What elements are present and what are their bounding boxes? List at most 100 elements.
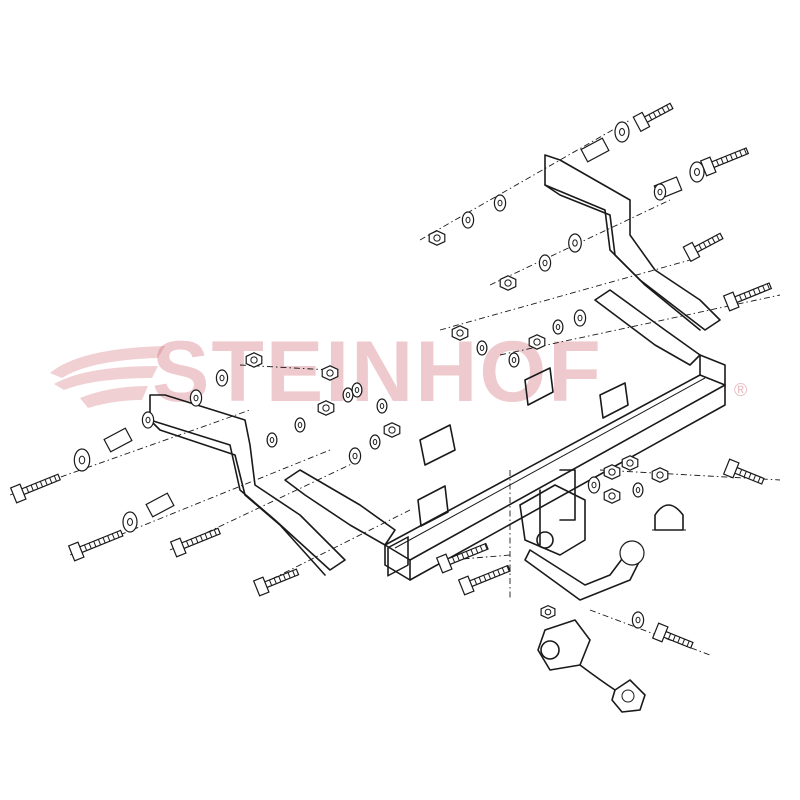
bolt-thread xyxy=(716,234,720,241)
nut-bore xyxy=(608,468,616,476)
bolt-shank xyxy=(78,529,124,554)
bolt-thread xyxy=(725,156,729,162)
washer xyxy=(461,211,475,229)
hex-nut xyxy=(540,604,556,620)
bolt-thread xyxy=(483,575,487,581)
hex-nut xyxy=(499,275,517,291)
hex-nut xyxy=(603,488,621,504)
bolt-thread xyxy=(25,486,30,493)
washer-hole xyxy=(542,259,548,267)
bolt-thread xyxy=(195,537,199,543)
bolt-thread xyxy=(652,111,657,118)
bolt-thread xyxy=(190,538,194,545)
nut-bore xyxy=(322,404,330,412)
bolt-thread xyxy=(479,545,483,552)
ball-cover-cap xyxy=(652,504,686,531)
washer xyxy=(632,482,644,498)
washer xyxy=(348,447,362,465)
washer xyxy=(351,382,363,398)
washer-hole xyxy=(694,168,700,176)
bolt-thread xyxy=(766,283,770,290)
bolt-shank xyxy=(733,466,765,485)
bolt-thread xyxy=(711,237,716,244)
washer-hole xyxy=(193,394,199,402)
washer xyxy=(573,309,587,327)
washer xyxy=(538,254,552,272)
bolt-thread xyxy=(473,578,478,585)
bolt-thread xyxy=(752,289,757,296)
bolt-thread xyxy=(209,531,213,538)
bolt-thread xyxy=(702,241,707,248)
washer-hole xyxy=(372,439,378,445)
bolt-thread xyxy=(35,483,39,489)
nut-bore xyxy=(504,279,512,287)
washer-hole xyxy=(479,345,485,351)
bolt-thread xyxy=(268,579,273,586)
bolt-thread xyxy=(739,150,743,157)
washer-hole xyxy=(78,455,86,465)
bolt-thread xyxy=(657,109,661,116)
electrical-socket xyxy=(537,619,646,713)
washer xyxy=(266,432,278,448)
washer xyxy=(294,417,306,433)
washer xyxy=(508,352,520,368)
spacer-sleeve xyxy=(103,427,133,453)
nut-bore xyxy=(456,329,464,337)
nut-bore xyxy=(656,471,664,479)
bolt-thread xyxy=(738,469,743,476)
washer-hole xyxy=(635,616,641,624)
bolt-thread xyxy=(743,292,747,299)
hex-nut xyxy=(603,464,621,480)
nut-bore xyxy=(533,338,541,346)
nut-bore xyxy=(608,492,616,500)
bolt-thread xyxy=(107,535,111,542)
bolt-head xyxy=(435,553,453,574)
bolt-thread xyxy=(83,544,88,551)
bolt-thread xyxy=(116,531,120,538)
left-bracket xyxy=(149,394,396,576)
bolt-thread xyxy=(681,638,686,645)
bolt-thread xyxy=(461,553,465,559)
washer xyxy=(614,121,630,143)
cross-beam xyxy=(384,354,726,581)
nut-bore xyxy=(250,356,258,364)
bolt-head xyxy=(632,111,651,133)
bolt-thread xyxy=(666,104,670,111)
bolt-thread xyxy=(757,287,761,294)
washer xyxy=(122,511,138,533)
washer xyxy=(587,476,601,494)
bolt-thread xyxy=(204,533,208,540)
washer-hole xyxy=(465,216,471,224)
bolt-thread xyxy=(185,540,190,547)
washer-hole xyxy=(635,487,641,493)
nut-bore xyxy=(326,369,334,377)
washer-hole xyxy=(219,374,225,382)
hex-nut xyxy=(451,325,469,341)
bolt-head xyxy=(457,575,475,596)
hex-nut xyxy=(321,365,339,381)
bolt-thread xyxy=(97,539,102,546)
bolt-shank xyxy=(180,527,221,550)
spacer-sleeve xyxy=(580,137,610,163)
washer xyxy=(476,340,488,356)
washer xyxy=(141,411,155,429)
bolt-thread xyxy=(743,471,747,478)
washer xyxy=(552,319,564,335)
bolt-shank xyxy=(692,232,724,254)
bolt-thread xyxy=(720,157,724,164)
nut-bore xyxy=(433,234,441,242)
bolt-thread xyxy=(273,577,277,584)
washer xyxy=(689,161,705,183)
bolt-thread xyxy=(497,569,501,576)
hex-nut xyxy=(245,352,263,368)
washer xyxy=(369,434,381,450)
washer-hole xyxy=(555,324,561,330)
bolt-thread xyxy=(672,635,676,642)
washer-hole xyxy=(127,518,133,526)
bolt-thread xyxy=(30,484,34,491)
bolt-thread xyxy=(102,537,106,544)
bolt-thread xyxy=(470,549,474,556)
washer-hole xyxy=(619,128,625,136)
bolt-shank xyxy=(662,630,694,649)
